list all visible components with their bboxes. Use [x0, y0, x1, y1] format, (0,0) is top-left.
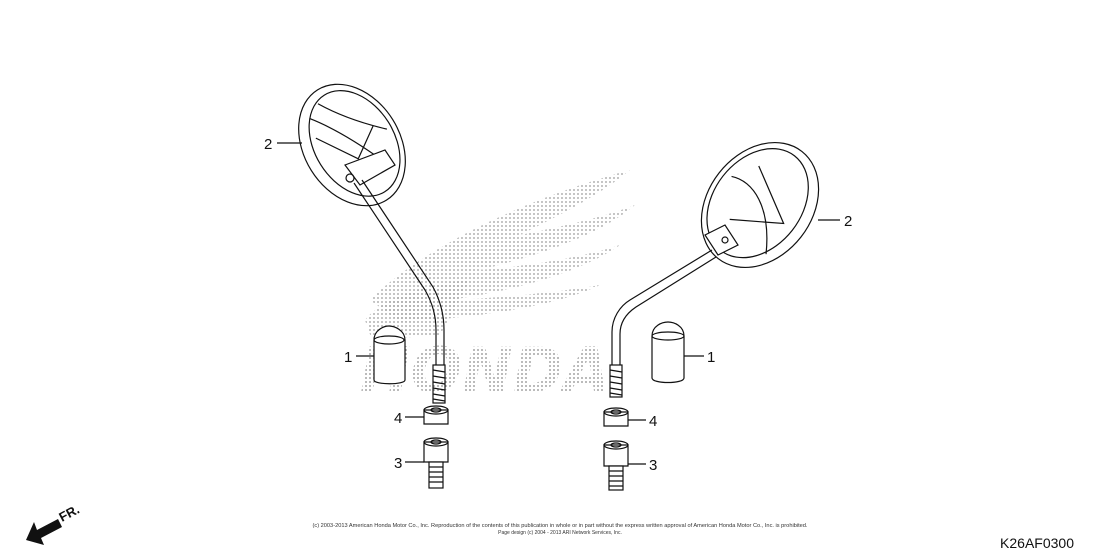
left-cap [373, 325, 406, 385]
right-nut [603, 407, 629, 427]
front-direction-label: FR. [56, 502, 82, 525]
honda-wing-watermark [365, 170, 635, 340]
leader-lines [277, 142, 840, 465]
callout-right-adapter: 3 [649, 457, 657, 474]
diagram-code: K26AF0300 [1000, 535, 1074, 551]
right-mirror [609, 141, 820, 398]
callout-left-cap: 1 [344, 349, 352, 366]
copyright-line-1: (c) 2003-2013 American Honda Motor Co., … [313, 523, 808, 529]
front-arrow-icon [26, 519, 62, 545]
callout-right-cap: 1 [707, 349, 715, 366]
callout-left-adapter: 3 [394, 455, 402, 472]
callout-right-nut: 4 [649, 413, 657, 430]
left-adapter [423, 437, 449, 489]
left-nut [423, 405, 449, 425]
callout-left-nut: 4 [394, 410, 402, 427]
right-adapter [603, 440, 629, 491]
copyright-line-2: Page design (c) 2004 - 2013 ARI Network … [498, 530, 622, 536]
callout-right-mirror: 2 [844, 213, 852, 230]
left-mirror [298, 83, 446, 404]
right-cap [651, 321, 685, 384]
callout-left-mirror: 2 [264, 136, 272, 153]
